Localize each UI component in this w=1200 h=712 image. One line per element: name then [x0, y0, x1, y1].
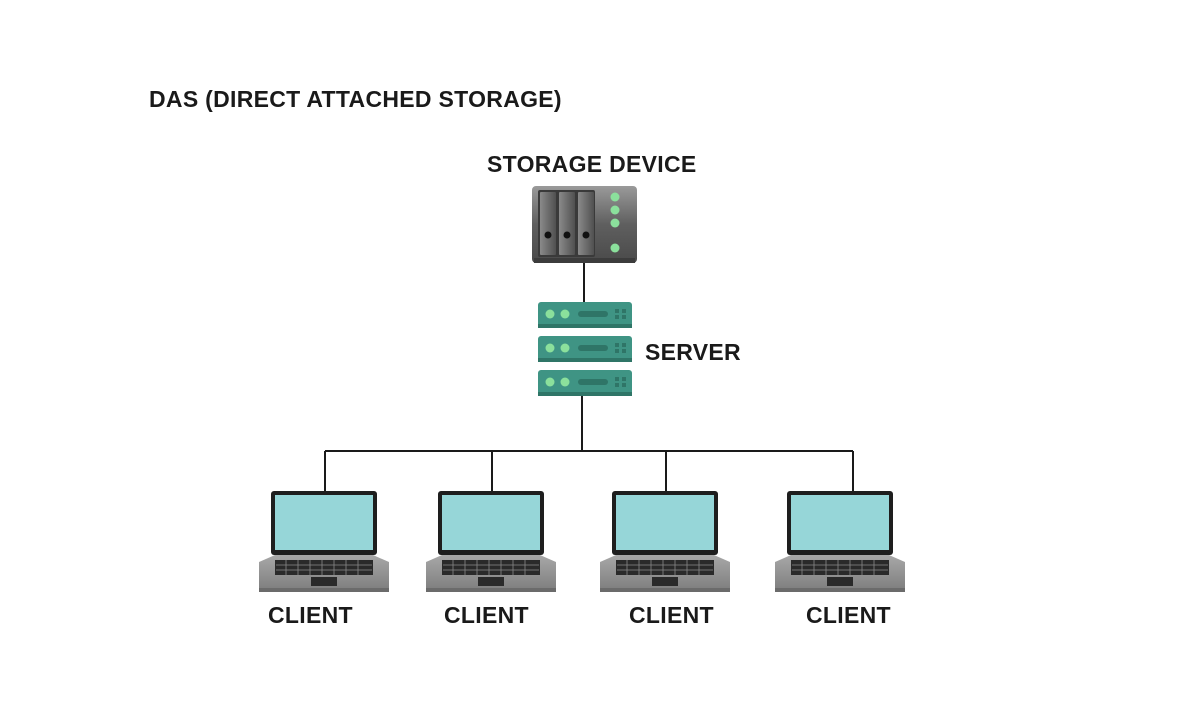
laptop-icon — [425, 490, 557, 593]
diagram-title: DAS (DIRECT ATTACHED STORAGE) — [149, 86, 562, 112]
storage-device-label: STORAGE DEVICE — [487, 151, 697, 177]
connection-lines — [324, 262, 854, 491]
storage-device-icon — [532, 186, 637, 263]
client-label-4: CLIENT — [806, 602, 891, 628]
client-label-3: CLIENT — [629, 602, 714, 628]
server-icon — [538, 302, 632, 396]
client-label-1: CLIENT — [268, 602, 353, 628]
client-label-2: CLIENT — [444, 602, 529, 628]
laptop-icon — [774, 490, 906, 593]
laptop-icon — [258, 490, 390, 593]
laptop-icon — [599, 490, 731, 593]
server-label: SERVER — [645, 339, 741, 365]
